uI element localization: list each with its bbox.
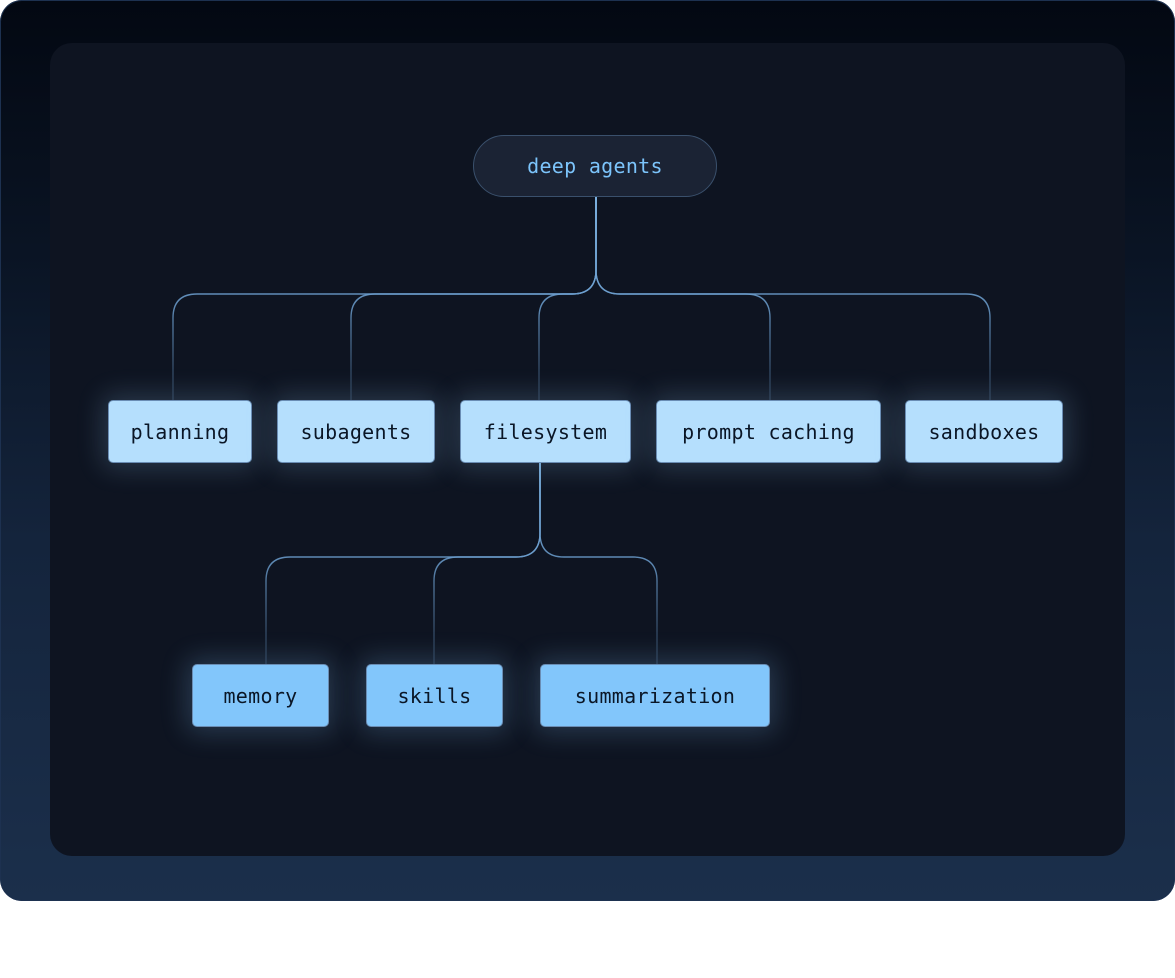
edge-root-planning bbox=[172, 197, 597, 400]
edge-root-prompt-caching bbox=[595, 197, 771, 400]
node-memory: memory bbox=[192, 664, 329, 727]
edge-filesystem-summarization bbox=[539, 462, 658, 664]
edge-filesystem-skills bbox=[433, 462, 541, 664]
edge-root-sandboxes bbox=[595, 197, 991, 400]
node-subagents: subagents bbox=[277, 400, 435, 463]
node-prompt-caching: prompt caching bbox=[656, 400, 881, 463]
edge-root-subagents bbox=[350, 197, 597, 400]
node-sandboxes: sandboxes bbox=[905, 400, 1063, 463]
node-summarization: summarization bbox=[540, 664, 770, 727]
node-skills: skills bbox=[366, 664, 503, 727]
node-filesystem: filesystem bbox=[460, 400, 631, 463]
edge-root-filesystem bbox=[538, 197, 597, 400]
root-node-deep-agents: deep agents bbox=[473, 135, 717, 197]
edge-filesystem-memory bbox=[265, 462, 541, 664]
node-planning: planning bbox=[108, 400, 252, 463]
